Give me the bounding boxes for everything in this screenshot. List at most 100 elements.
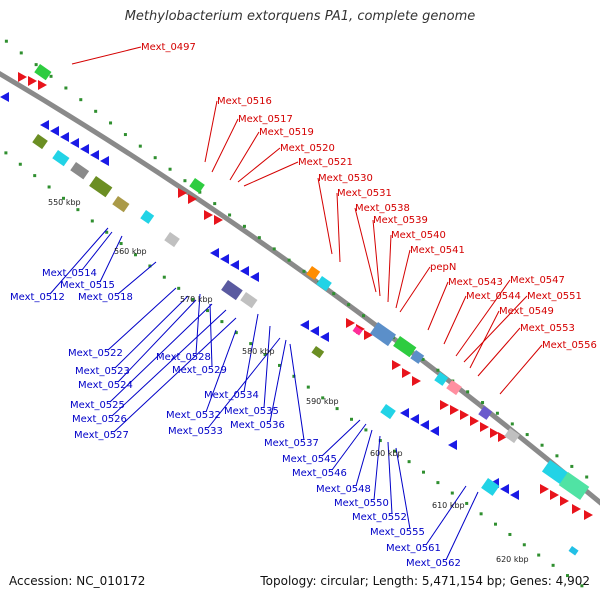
gene-block — [34, 64, 52, 81]
reverse-gene-arrow — [220, 254, 229, 264]
reverse-label-line — [331, 423, 367, 471]
accession-text: Accession: NC_010172 — [9, 574, 146, 588]
forward-label-line — [469, 310, 500, 369]
tick-dot — [153, 156, 157, 160]
reverse-gene-arrow — [510, 490, 519, 500]
gene-block — [446, 379, 462, 396]
reverse-gene-arrow — [250, 272, 259, 282]
reverse-gene-label: Mext_0561 — [386, 543, 441, 554]
tick-dot — [263, 353, 267, 357]
forward-label-line — [336, 192, 341, 263]
tick-dot — [47, 185, 51, 189]
forward-gene-arrow — [584, 510, 593, 520]
tick-dot — [347, 303, 351, 307]
reverse-gene-label: Mext_0534 — [204, 390, 259, 401]
tick-dot — [508, 532, 512, 536]
tick-dot — [76, 208, 80, 212]
forward-gene-label: Mext_0530 — [318, 173, 373, 184]
forward-gene-label: Mext_0531 — [337, 188, 392, 199]
reverse-label-line — [269, 339, 287, 423]
tick-dot — [580, 584, 584, 588]
reverse-label-line — [355, 429, 373, 487]
reverse-gene-label: Mext_0528 — [156, 352, 211, 363]
gene-block — [221, 280, 243, 301]
forward-gene-label: Mext_0539 — [373, 215, 428, 226]
forward-gene-label: Mext_0521 — [298, 157, 353, 168]
reverse-label-line — [111, 309, 227, 417]
gene-block — [504, 428, 520, 444]
tick-dot — [198, 190, 202, 194]
tick-dot — [350, 417, 353, 421]
forward-gene-arrow — [450, 405, 459, 415]
scale-tick-label: 560 kbp — [114, 247, 147, 256]
tick-dot — [495, 411, 499, 415]
reverse-gene-label: Mext_0562 — [406, 558, 461, 569]
gene-block — [112, 195, 130, 213]
reverse-label-line — [321, 419, 361, 457]
reverse-label-line — [99, 235, 123, 283]
scale-tick-label: 580 kbp — [242, 347, 275, 356]
reverse-gene-arrow — [420, 420, 429, 430]
forward-gene-arrow — [572, 504, 581, 514]
tick-dot — [183, 179, 187, 183]
reverse-gene-label: Mext_0523 — [75, 366, 130, 377]
forward-gene-arrow — [460, 410, 469, 420]
tick-dot — [287, 258, 291, 262]
tick-dot — [335, 407, 339, 411]
tick-dot — [138, 144, 142, 148]
reverse-label-line — [107, 287, 177, 351]
tick-dot — [19, 51, 23, 55]
forward-label-line — [499, 344, 543, 395]
reverse-gene-label: Mext_0546 — [292, 468, 347, 479]
forward-gene-arrow — [550, 490, 559, 500]
tick-dot — [436, 368, 440, 372]
forward-gene-label: Mext_0556 — [542, 340, 597, 351]
tick-dot — [168, 167, 172, 171]
tick-dot — [33, 174, 37, 178]
forward-label-line — [354, 207, 377, 293]
reverse-gene-arrow — [230, 260, 239, 270]
tick-dot — [4, 151, 8, 155]
reverse-gene-label: Mext_0548 — [316, 484, 371, 495]
reverse-label-line — [263, 325, 271, 409]
tick-dot — [249, 342, 253, 346]
tick-dot — [422, 470, 425, 474]
gene-block — [70, 162, 90, 180]
forward-gene-arrow — [38, 80, 47, 90]
tick-dot — [465, 501, 469, 505]
tick-dot — [494, 522, 497, 526]
forward-label-line — [427, 281, 449, 331]
reverse-gene-label: Mext_0512 — [10, 292, 65, 303]
reverse-gene-label: Mext_0545 — [282, 454, 337, 465]
scale-tick-label: 620 kbp — [496, 555, 529, 564]
summary-text: Topology: circular; Length: 5,471,154 bp… — [260, 574, 590, 588]
reverse-gene-label: Mext_0535 — [224, 406, 279, 417]
gene-block — [352, 326, 363, 336]
map-title: Methylobacterium extorquens PA1, complet… — [124, 9, 476, 24]
reverse-gene-label: Mext_0525 — [70, 400, 125, 411]
tick-dot — [18, 162, 22, 166]
tick-dot — [378, 439, 382, 443]
forward-label-line — [387, 234, 392, 303]
forward-label-line — [211, 118, 239, 173]
reverse-gene-label: Mext_0527 — [74, 430, 129, 441]
tick-dot — [525, 433, 529, 437]
tick-dot — [119, 242, 123, 246]
forward-gene-arrow — [480, 422, 489, 432]
reverse-gene-label: Mext_0529 — [172, 365, 227, 376]
forward-gene-label: Mext_0547 — [510, 275, 565, 286]
tick-dot — [278, 363, 281, 367]
tick-dot — [206, 309, 209, 313]
tick-dot — [555, 454, 559, 458]
forward-gene-arrow — [498, 432, 507, 442]
reverse-gene-arrow — [448, 440, 457, 450]
reverse-label-line — [113, 317, 237, 433]
tick-dot — [566, 574, 569, 578]
reverse-gene-arrow — [400, 408, 409, 418]
reverse-gene-label: Mext_0533 — [168, 426, 223, 437]
tick-dot — [213, 202, 217, 206]
tick-dot — [364, 428, 368, 432]
gene-block — [140, 210, 155, 224]
reverse-label-line — [243, 313, 259, 393]
forward-label-line — [463, 295, 528, 363]
